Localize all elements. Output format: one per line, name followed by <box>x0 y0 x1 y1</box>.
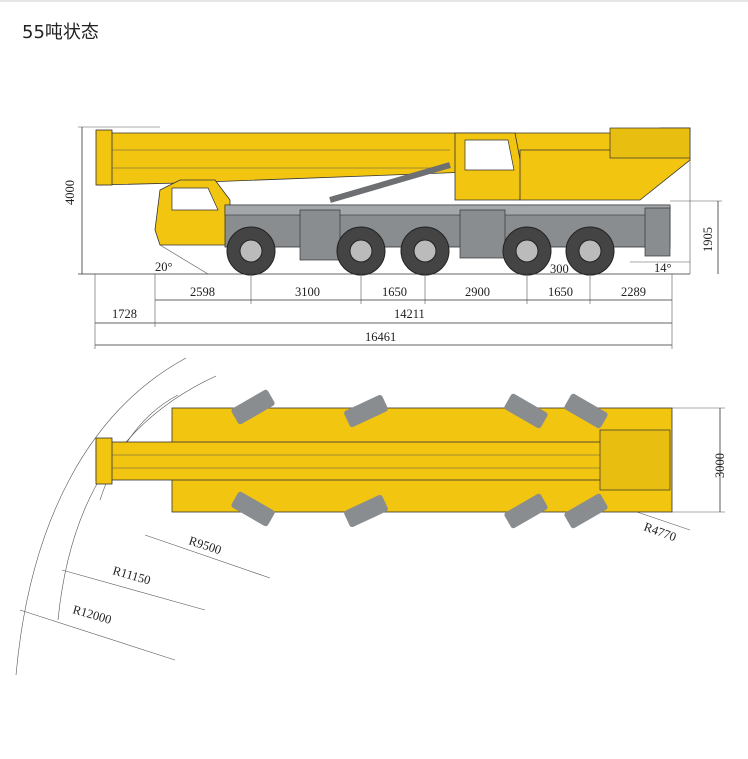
wheels <box>226 226 615 276</box>
dim-axle-spacing: 2900 <box>465 285 490 299</box>
dim-height-total: 4000 <box>63 180 77 205</box>
dim-overhang: 300 <box>550 262 569 276</box>
top-view: 3000 R9500 R11150 R12000 R4770 <box>15 357 727 676</box>
top-divider <box>0 0 748 2</box>
turning-arc <box>15 357 187 676</box>
dim-axle-spacing: 1650 <box>548 285 573 299</box>
dim-radius: R4770 <box>642 520 678 545</box>
dim-axle-spacing: 1650 <box>382 285 407 299</box>
side-view: 4000 1905 20° 14° 300 2598 3100 1650 290… <box>63 126 722 349</box>
page-title: 55吨状态 <box>22 22 99 43</box>
boom-head <box>95 129 113 186</box>
dim-axle-spacing: 3100 <box>295 285 320 299</box>
dim-axle-spacing: 2598 <box>190 285 215 299</box>
dim-radius: R11150 <box>111 563 152 587</box>
dim-radius: R12000 <box>71 602 113 626</box>
dim-height-chassis: 1905 <box>701 227 715 252</box>
outriggers <box>231 389 608 529</box>
dim-approach-angle: 20° <box>155 260 173 274</box>
dim-front-overhang: 1728 <box>112 307 137 321</box>
dim-departure-angle: 14° <box>654 261 672 275</box>
dim-total-length: 16461 <box>365 330 396 344</box>
dim-width: 3000 <box>713 453 727 478</box>
boom-top <box>95 441 617 481</box>
dim-chassis-length: 14211 <box>394 307 425 321</box>
dim-axle-spacing: 2289 <box>621 285 646 299</box>
dim-radius: R9500 <box>187 534 223 558</box>
